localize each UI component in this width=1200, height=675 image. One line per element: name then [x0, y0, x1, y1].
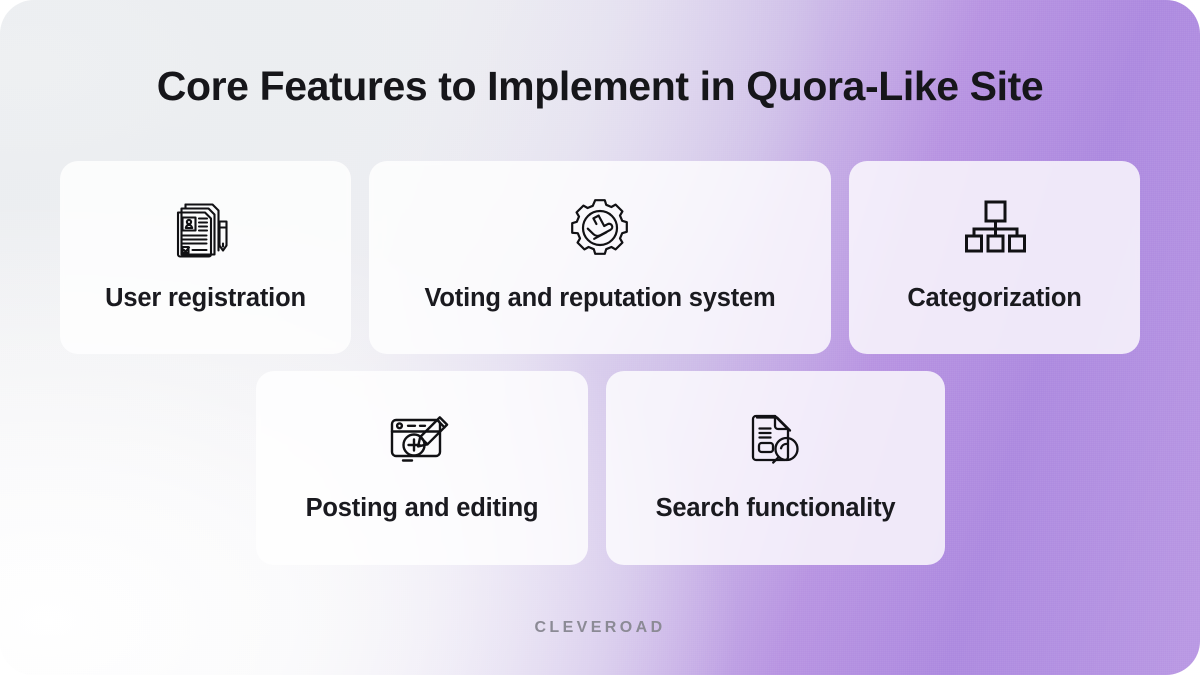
feature-card-row-2: Posting and editing [256, 371, 945, 565]
feature-card-label: Voting and reputation system [424, 284, 776, 312]
cleveroad-logo: CLEVEROAD [534, 619, 666, 636]
registration-form-icon [173, 197, 239, 259]
feature-card-posting-editing[interactable]: Posting and editing [256, 371, 588, 565]
feature-card-categorization[interactable]: Categorization [849, 161, 1140, 354]
feature-card-row-1: User registration Voting and reputation … [60, 161, 1140, 354]
browser-edit-icon [387, 407, 457, 469]
voting-badge-icon [568, 197, 632, 259]
feature-card-search-functionality[interactable]: Search functionality [606, 371, 945, 565]
feature-card-label: Categorization [907, 284, 1082, 312]
feature-card-user-registration[interactable]: User registration [60, 161, 351, 354]
feature-card-label: Posting and editing [305, 494, 539, 522]
feature-card-voting-reputation[interactable]: Voting and reputation system [369, 161, 831, 354]
footer: CLEVEROAD [0, 619, 1200, 637]
feature-card-label: User registration [105, 284, 306, 312]
page-title: Core Features to Implement in Quora-Like… [156, 63, 1044, 109]
hierarchy-icon [962, 197, 1028, 259]
feature-card-label: Search functionality [655, 494, 896, 522]
document-search-icon [745, 407, 807, 469]
